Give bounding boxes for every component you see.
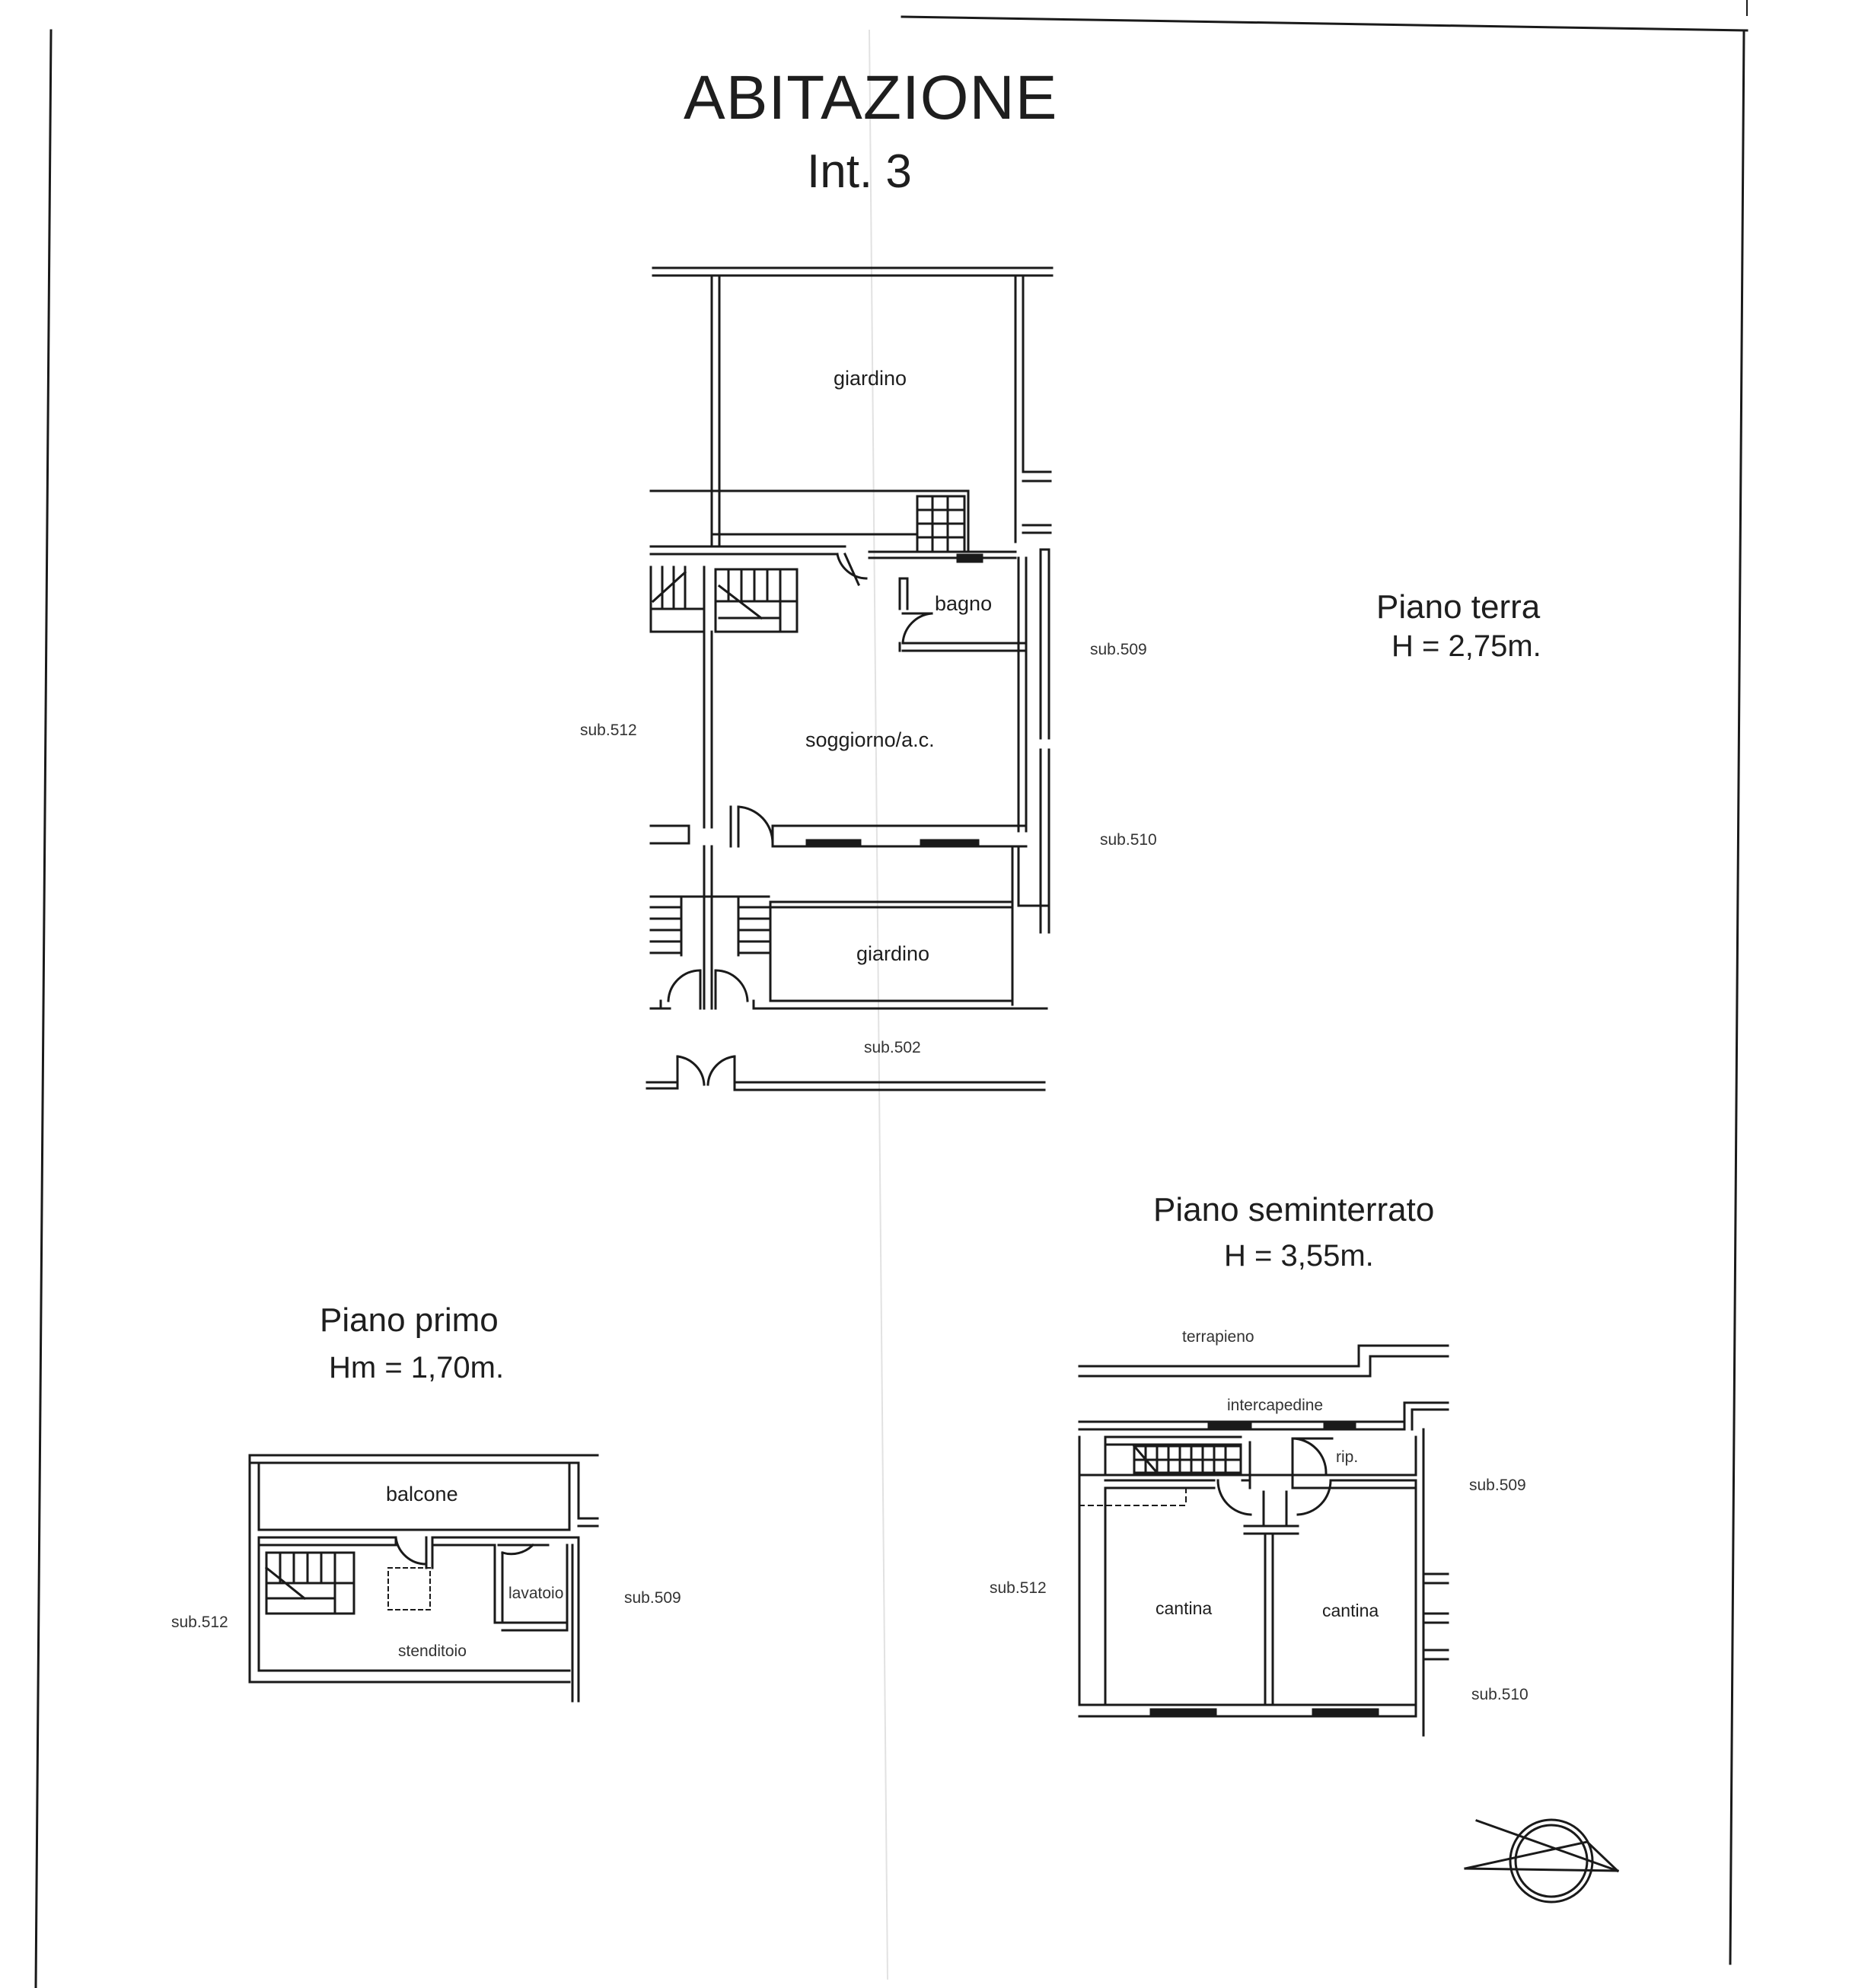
basement-sub-510: sub.510 [1471,1686,1529,1703]
room-cellar-right: cantina [1322,1601,1379,1620]
basement-floor-height: H = 3,55m. [1224,1239,1374,1273]
north-arrow-icon [1464,1818,1620,1904]
basement-terrapieno: terrapieno [1182,1328,1254,1346]
room-cellar-left: cantina [1156,1598,1213,1618]
basement-floor-label: Piano seminterrato [1153,1191,1435,1228]
ground-sub-512: sub.512 [580,722,637,739]
basement-intercapedine: intercapedine [1227,1397,1324,1414]
ground-sub-510: sub.510 [1100,831,1157,849]
sheet-frame [34,0,1748,1988]
ground-sub-502: sub.502 [864,1039,921,1056]
room-laundry: lavatoio [508,1585,564,1602]
page-subtitle: Int. 3 [807,145,912,198]
room-drying: stenditoio [398,1642,467,1660]
ground-sub-509: sub.509 [1090,641,1147,658]
first-sub-509: sub.509 [624,1589,681,1607]
room-balcony: balcone [386,1483,458,1505]
ground-floor-label: Piano terra [1376,588,1541,626]
first-floor-height: Hm = 1,70m. [329,1351,505,1384]
ground-floor-height: H = 2,75m. [1391,629,1541,663]
basement-floor-plan [1078,1344,1449,1737]
basement-sub-509: sub.509 [1469,1477,1526,1494]
page-title: ABITAZIONE [684,63,1058,132]
ground-floor-plan [646,266,1054,1091]
basement-rip: rip. [1336,1448,1359,1466]
first-sub-512: sub.512 [171,1614,228,1631]
basement-sub-512: sub.512 [990,1579,1047,1597]
first-floor-label: Piano primo [320,1301,499,1339]
room-garden-bottom: giardino [856,942,930,965]
room-bathroom: bagno [935,592,993,615]
room-garden-top: giardino [834,367,907,390]
room-living: soggiorno/a.c. [805,728,935,751]
first-floor-plan [248,1454,599,1703]
